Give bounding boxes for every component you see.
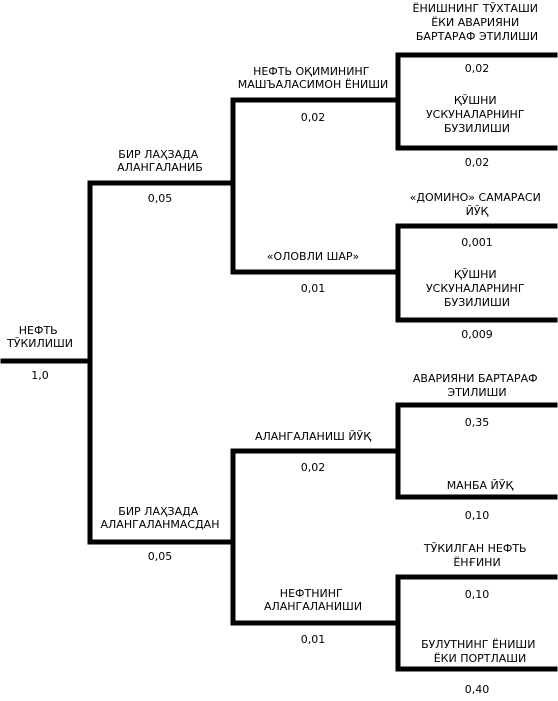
node-probability: 0,05 (148, 550, 173, 563)
root-node: НЕФТЬ ТЎКИЛИШИ 1,0 (6, 324, 73, 382)
node-probability: 0,02 (301, 461, 326, 474)
branch-1-lower (87, 358, 236, 545)
node-l3e: АВАРИЯНИ БАРТАРАФ ЭТИЛИШИ 0,35 (413, 372, 541, 429)
node-probability: 0,01 (301, 633, 326, 646)
node-l2d: НЕФТНИНГ АЛАНГАЛАНИШИ 0,01 (264, 587, 362, 646)
node-probability: 0,02 (465, 62, 490, 75)
node-label: «ДОМИНО» САМАРАСИ ЙЎҚ (410, 191, 545, 218)
root-probability: 1,0 (31, 369, 49, 382)
node-l3c: «ДОМИНО» САМАРАСИ ЙЎҚ 0,001 (410, 191, 545, 249)
branch-3f (395, 448, 558, 500)
node-label: ТЎКИЛГАН НЕФТЬ ЁНҒИНИ (423, 542, 530, 569)
root-label: НЕФТЬ ТЎКИЛИШИ (6, 324, 73, 350)
node-l1b: БИР ЛАҲЗАДА АЛАНГАЛАНМАСДАН 0,05 (101, 505, 220, 563)
node-label: ЁНИШНИНГ ТЎХТАШИ ЁКИ АВАРИЯНИ БАРТАРАФ Э… (413, 2, 542, 43)
node-label: НЕФТЬ ОҚИМИНИНГ МАШЪАЛАСИМОН ЁНИШИ (238, 65, 389, 91)
node-label: НЕФТНИНГ АЛАНГАЛАНИШИ (264, 587, 362, 613)
node-l2a: НЕФТЬ ОҚИМИНИНГ МАШЪАЛАСИМОН ЁНИШИ 0,02 (238, 65, 389, 124)
node-label: БИР ЛАҲЗАДА АЛАНГАЛАНМАСДАН (101, 505, 220, 531)
node-l3g: ТЎКИЛГАН НЕФТЬ ЁНҒИНИ 0,10 (423, 542, 530, 601)
node-l1a: БИР ЛАҲЗАДА АЛАНГАЛАНИБ 0,05 (117, 148, 203, 205)
node-probability: 0,40 (465, 683, 490, 696)
branch-2b (230, 180, 401, 275)
node-l2c: АЛАНГАЛАНИШ ЙЎҚ 0,02 (255, 430, 371, 474)
node-l3a: ЁНИШНИНГ ТЎХТАШИ ЁКИ АВАРИЯНИ БАРТАРАФ Э… (413, 2, 542, 75)
node-label: БИР ЛАҲЗАДА АЛАНГАЛАНИБ (117, 148, 203, 174)
node-label: ҚЎШНИ УСКУНАЛАРНИНГ БУЗИЛИШИ (426, 94, 528, 135)
branch-3a (395, 52, 558, 103)
node-probability: 0,02 (301, 111, 326, 124)
node-probability: 0,009 (461, 328, 493, 341)
node-probability: 0,01 (301, 282, 326, 295)
branch-3b (395, 97, 558, 151)
tree-edges (0, 52, 558, 672)
branch-2d (230, 539, 401, 626)
branch-2a (230, 97, 401, 186)
node-label: «ОЛОВЛИ ШАР» (267, 250, 360, 263)
branch-1-upper (87, 180, 236, 364)
branch-3g (395, 574, 558, 626)
node-label: БУЛУТНИНГ ЁНИШИ ЁКИ ПОРТЛАШИ (421, 638, 539, 665)
node-l2b: «ОЛОВЛИ ШАР» 0,01 (267, 250, 360, 295)
node-label: МАНБА ЙЎҚ (447, 479, 514, 492)
node-probability: 0,35 (465, 416, 490, 429)
node-label: АЛАНГАЛАНИШ ЙЎҚ (255, 430, 371, 443)
node-probability: 0,10 (465, 509, 490, 522)
node-probability: 0,02 (465, 156, 490, 169)
node-label: ҚЎШНИ УСКУНАЛАРНИНГ БУЗИЛИШИ (426, 268, 528, 309)
node-l3b: ҚЎШНИ УСКУНАЛАРНИНГ БУЗИЛИШИ 0,02 (426, 94, 528, 169)
node-l3h: БУЛУТНИНГ ЁНИШИ ЁКИ ПОРТЛАШИ 0,40 (421, 638, 539, 696)
branch-3d (395, 269, 558, 323)
node-probability: 0,001 (461, 236, 493, 249)
branch-2c (230, 448, 401, 545)
branch-3c (395, 223, 558, 275)
node-l3d: ҚЎШНИ УСКУНАЛАРНИНГ БУЗИЛИШИ 0,009 (426, 268, 528, 341)
node-l3f: МАНБА ЙЎҚ 0,10 (447, 479, 514, 522)
node-probability: 0,10 (465, 588, 490, 601)
node-label: АВАРИЯНИ БАРТАРАФ ЭТИЛИШИ (413, 372, 541, 399)
branch-3h (395, 620, 558, 672)
node-probability: 0,05 (148, 192, 173, 205)
branch-3e (395, 402, 558, 454)
